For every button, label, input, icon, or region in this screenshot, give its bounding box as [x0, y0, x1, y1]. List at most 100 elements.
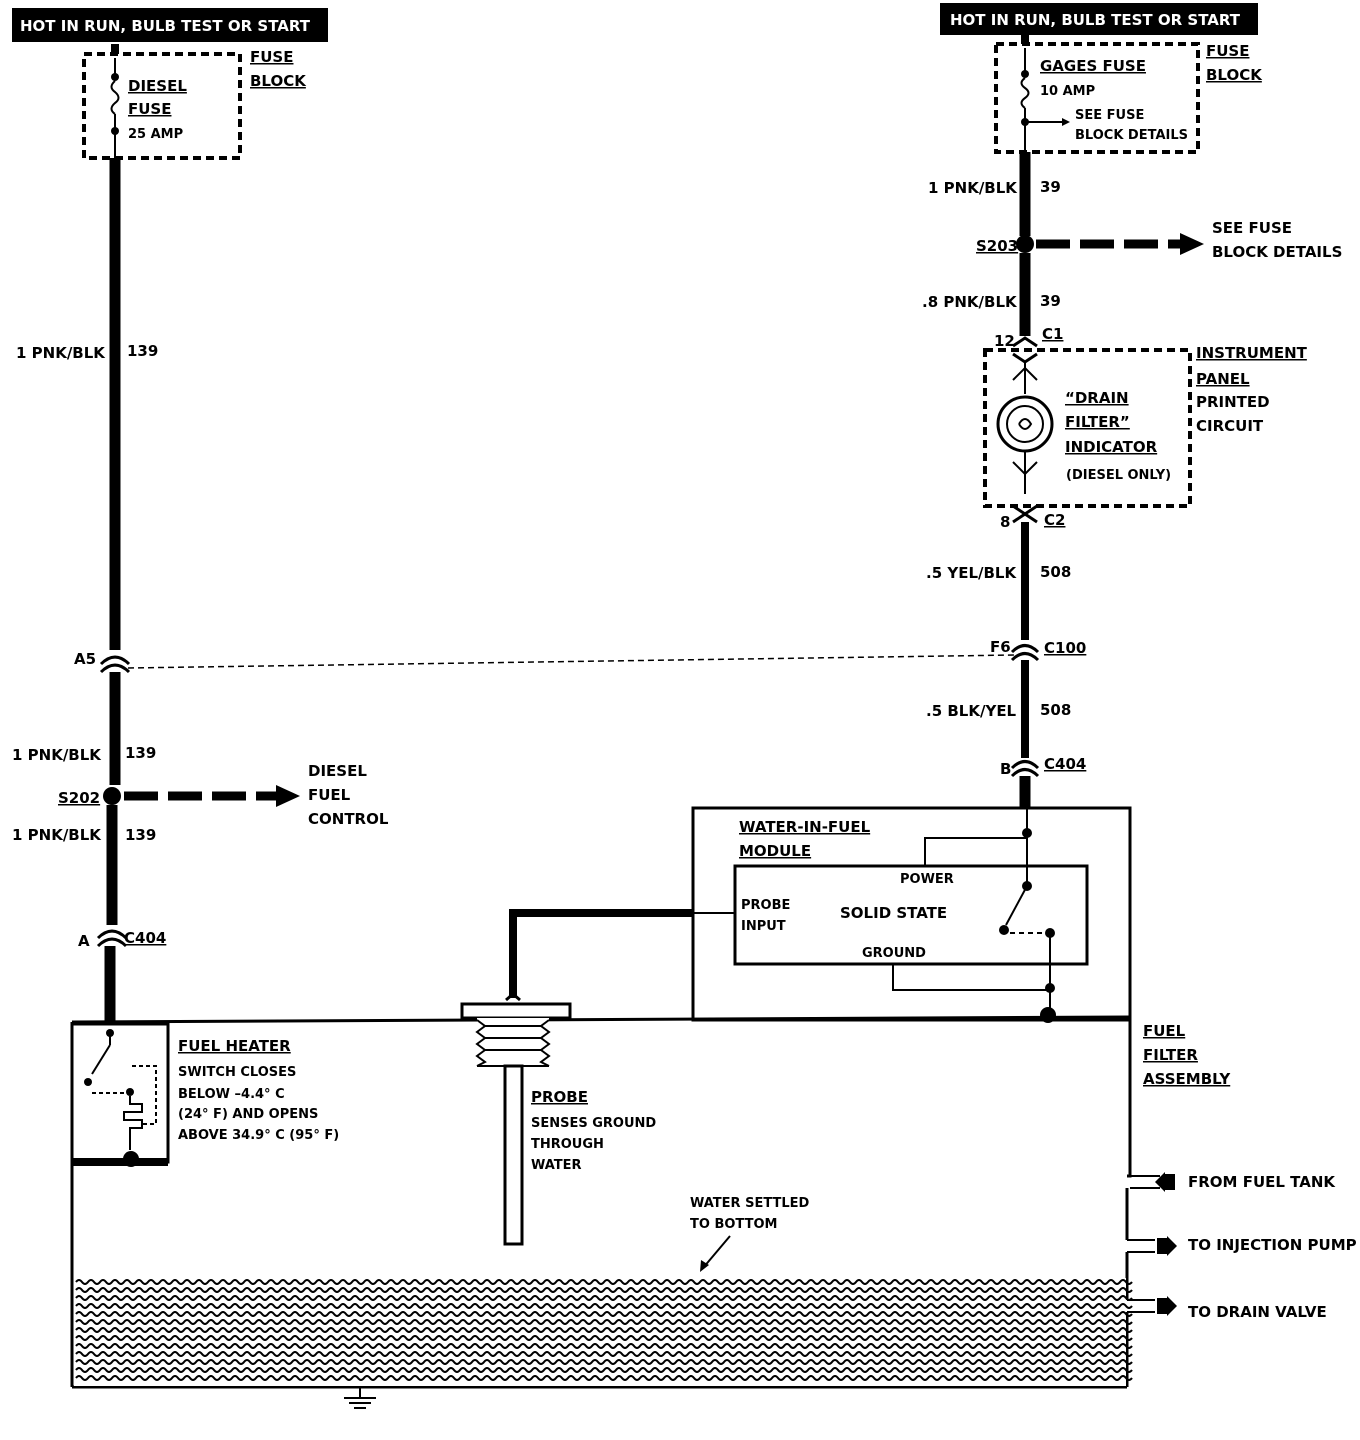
fuse-block-label-left-1: FUSE [250, 48, 293, 66]
module-title-2: MODULE [739, 842, 811, 860]
wire-139-low-gauge: 1 PNK/BLK [12, 826, 102, 844]
indicator-label-3: INDICATOR [1065, 438, 1158, 456]
dashed-link-a5-f6 [127, 654, 1016, 669]
panel-label-4: CIRCUIT [1196, 417, 1264, 435]
header-left-text: HOT IN RUN, BULB TEST OR START [20, 17, 311, 35]
s203-dest-1: SEE FUSE [1212, 219, 1292, 237]
connector-c1-pin: 12 [994, 332, 1015, 350]
connector-c404-a-label: C404 [124, 929, 166, 947]
water-wave-line [75, 1279, 1133, 1285]
panel-label-3: PRINTED [1196, 393, 1270, 411]
fuse-block-label-left-2: BLOCK [250, 72, 307, 90]
diesel-fuel-control-2: FUEL [308, 786, 351, 804]
probe-input-2: INPUT [741, 919, 786, 934]
connector-c100 [1010, 644, 1040, 654]
fuse-block-label-right-2: BLOCK [1206, 66, 1263, 84]
fuel-heater-desc-3: (24° F) AND OPENS [178, 1107, 318, 1122]
water-note-2: TO BOTTOM [690, 1217, 777, 1232]
water-wave-line [75, 1343, 1133, 1349]
probe-input-1: PROBE [741, 898, 790, 913]
wire-139-mid-circuit: 139 [125, 744, 156, 762]
gages-fuse-icon [1020, 77, 1030, 109]
water-wave-line [75, 1351, 1133, 1357]
water-wave-line [75, 1311, 1133, 1317]
gages-fuse-block [994, 42, 1200, 154]
splice-s202-label: S202 [58, 789, 100, 807]
water-wave-line [75, 1359, 1133, 1365]
indicator-label-2: FILTER” [1065, 413, 1130, 431]
gages-fuse-rating: 10 AMP [1040, 84, 1095, 99]
water-wave-line [75, 1375, 1133, 1381]
water-wave-line [75, 1327, 1133, 1333]
probe-wire [509, 909, 693, 998]
assembly-label-2: FILTER [1143, 1046, 1198, 1064]
water-wave-line [75, 1287, 1133, 1293]
water-wave-line [75, 1319, 1133, 1325]
fuel-heater-desc-1: SWITCH CLOSES [178, 1065, 296, 1080]
water-wave-line [75, 1295, 1133, 1301]
water-waves [75, 1279, 1133, 1381]
to-injection-pump-arrow [1157, 1236, 1177, 1256]
wire-139-top-circuit: 139 [127, 342, 158, 360]
wire-508-upper-gauge: .5 YEL/BLK [926, 564, 1017, 582]
module-power: POWER [900, 872, 954, 887]
connector-c2-pin: 8 [1000, 513, 1010, 531]
drain-filter-indicator-icon [996, 395, 1054, 453]
wire-39-mid-circuit: 39 [1040, 292, 1061, 310]
gages-fuse-details-1: SEE FUSE [1075, 108, 1144, 123]
header-left: HOT IN RUN, BULB TEST OR START [12, 8, 328, 42]
connector-c404-b-label: C404 [1044, 755, 1086, 773]
assembly-label-1: FUEL [1143, 1022, 1186, 1040]
connector-a5 [99, 655, 131, 666]
diesel-fuse-block [82, 52, 242, 160]
wire-508-lower-circuit: 508 [1040, 701, 1071, 719]
diesel-fuel-control-1: DIESEL [308, 762, 367, 780]
module-solid-state: SOLID STATE [840, 904, 947, 922]
header-right: HOT IN RUN, BULB TEST OR START [940, 3, 1258, 35]
water-wave-line [75, 1367, 1133, 1373]
fuel-filter-assembly-top [71, 1015, 1131, 1024]
connector-c404-b-pin: B [1000, 760, 1011, 778]
connector-c2-label: C2 [1044, 511, 1065, 529]
water-note-1: WATER SETTLED [690, 1196, 810, 1211]
gages-fuse-details-2: BLOCK DETAILS [1075, 128, 1188, 143]
wire-139-low-circuit: 139 [125, 826, 156, 844]
module-ground: GROUND [862, 946, 926, 961]
water-wave-line [75, 1335, 1133, 1341]
connector-c1-label: C1 [1042, 325, 1063, 343]
splice-s203-label: S203 [976, 237, 1018, 255]
connector-c404-a-pin: A [78, 932, 90, 950]
connector-c100-pin: F6 [990, 638, 1011, 656]
header-right-text: HOT IN RUN, BULB TEST OR START [950, 11, 1241, 29]
fuel-heater-desc-4: ABOVE 34.9° C (95° F) [178, 1128, 339, 1143]
module-title-1: WATER-IN-FUEL [739, 818, 871, 836]
wire-139-top-gauge: 1 PNK/BLK [16, 344, 106, 362]
water-wave-line [75, 1303, 1133, 1309]
indicator-note: (DIESEL ONLY) [1066, 468, 1171, 483]
heater-switch-icon [91, 1044, 111, 1075]
port-to-injection-pump: TO INJECTION PUMP [1188, 1236, 1357, 1254]
connector-c404-b [1010, 760, 1040, 770]
connector-c100-label: C100 [1044, 639, 1086, 657]
probe-desc-1: SENSES GROUND [531, 1116, 656, 1131]
wire-39-mid-gauge: .8 PNK/BLK [922, 293, 1018, 311]
solid-state-box [733, 864, 1089, 966]
arrow-to-fuse-block-details [1180, 233, 1204, 255]
assembly-label-3: ASSEMBLY [1143, 1070, 1231, 1088]
connector-c404-a [96, 929, 128, 940]
connector-a5-label: A5 [74, 650, 96, 668]
probe-icon [460, 992, 572, 1246]
port-to-drain-valve: TO DRAIN VALVE [1188, 1303, 1327, 1321]
panel-label-2: PANEL [1196, 370, 1250, 388]
heater-element-icon [123, 1096, 143, 1150]
wire-39-top-circuit: 39 [1040, 178, 1061, 196]
ground-icon [344, 1387, 376, 1409]
wire-508-upper-circuit: 508 [1040, 563, 1071, 581]
panel-label-1: INSTRUMENT [1196, 344, 1308, 362]
probe-desc-3: WATER [531, 1158, 582, 1173]
splice-s202 [103, 787, 121, 805]
diesel-fuel-control-3: CONTROL [308, 810, 389, 828]
port-from-fuel-tank: FROM FUEL TANK [1188, 1173, 1336, 1191]
fuel-heater-desc-2: BELOW –4.4° C [178, 1087, 285, 1102]
instrument-panel-box [983, 348, 1192, 508]
